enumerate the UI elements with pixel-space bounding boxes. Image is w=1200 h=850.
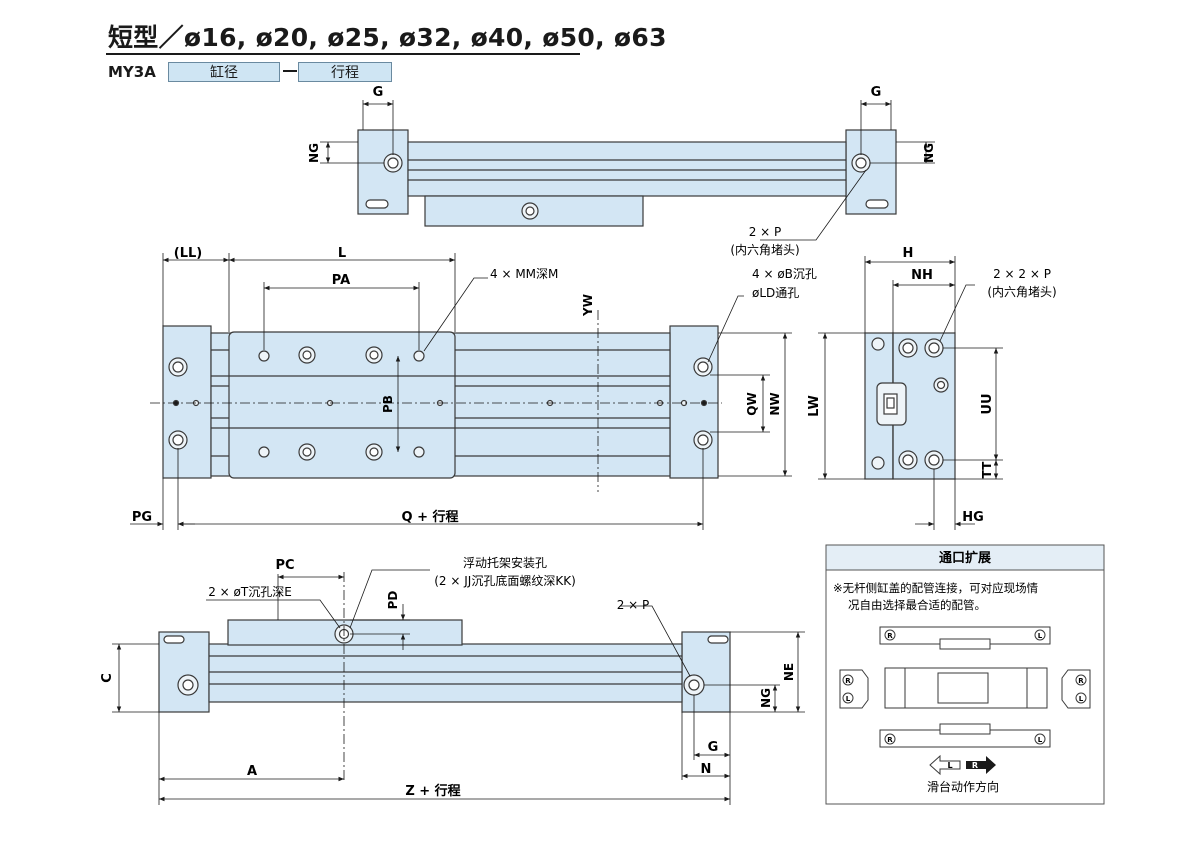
- marker-r-3: R: [1078, 677, 1084, 685]
- ll-label: (LL): [174, 246, 202, 261]
- pa-label: PA: [332, 273, 350, 288]
- ne-label: NE: [782, 663, 796, 681]
- pd-label: PD: [386, 591, 400, 610]
- side-view-dims: [112, 569, 805, 805]
- top-view-dims: [320, 100, 935, 241]
- page-title: 短型／ø16, ø20, ø25, ø32, ø40, ø50, ø63: [108, 23, 667, 52]
- l-label: L: [338, 246, 346, 261]
- top-ng-left-label: NG: [307, 143, 321, 163]
- plan-right-end-cap: [669, 325, 719, 479]
- pb-label: PB: [381, 395, 395, 413]
- nh-label: NH: [911, 268, 933, 283]
- top-right-foot-slot: [865, 199, 889, 209]
- port-diagram-bottom: [879, 723, 1051, 748]
- top-ng-right-label: NG: [922, 143, 936, 163]
- side-tube: [208, 643, 683, 703]
- z-stroke-label: Z + 行程: [405, 783, 460, 799]
- marker-l-3: L: [1079, 695, 1084, 703]
- h-label: H: [903, 246, 914, 261]
- bore-field: 缸径: [168, 62, 280, 82]
- right-arrow-icon: [966, 756, 996, 774]
- port-panel-title: 通口扩展: [939, 550, 992, 566]
- port-note-line-1: ※无杆侧缸盖的配管连接，可对应现场情: [833, 581, 1039, 595]
- motion-caption: 滑台动作方向: [927, 779, 999, 794]
- top-tube: [407, 141, 847, 197]
- port-expansion-panel: 通口扩展 ※无杆侧缸盖的配管连接，可对应现场情 况自由选择最合适的配管。 R L…: [825, 544, 1105, 805]
- port-diagram-top: [879, 626, 1051, 650]
- side-g-label: G: [708, 740, 719, 755]
- marker-l-1: L: [1038, 632, 1043, 640]
- q-stroke-label: Q + 行程: [402, 509, 459, 525]
- nw-label: NW: [768, 392, 782, 415]
- arrow-l-label: L: [947, 761, 952, 770]
- yw-label: YW: [581, 294, 595, 317]
- plan-view: [162, 325, 719, 479]
- marker-l-4: L: [1038, 736, 1043, 744]
- top-plug-note: (内六角堵头): [730, 243, 799, 257]
- marker-r-2: R: [845, 677, 851, 685]
- end-view-plugs: [898, 338, 949, 470]
- a-label: A: [247, 764, 257, 779]
- pg-label: PG: [132, 510, 152, 525]
- hg-label: HG: [962, 510, 984, 525]
- c-label: C: [100, 673, 115, 683]
- marker-r-1: R: [887, 632, 893, 640]
- plan-mount-holes: [258, 346, 425, 461]
- end-view-dims: [818, 256, 1003, 530]
- plan-view-dims: [130, 253, 792, 530]
- pc-label: PC: [275, 558, 294, 573]
- top-slide-table: [424, 195, 644, 227]
- model-code: MY3A: [108, 63, 156, 81]
- n-label: N: [701, 762, 712, 777]
- side-left-end-cap: [158, 631, 210, 713]
- floating-label-1: 浮动托架安装孔: [463, 555, 547, 570]
- mm-label: 4 × MM深M: [490, 267, 558, 281]
- tt-label: TT: [980, 461, 994, 478]
- top-g-left-label: G: [373, 85, 384, 100]
- title-underline: [106, 53, 580, 55]
- top-left-foot-slot: [365, 199, 389, 209]
- side-ng-label: NG: [759, 688, 773, 708]
- top-plug-label: 2 × P: [749, 225, 782, 239]
- plan-end-holes: [168, 357, 713, 450]
- hole-label-2: øLD通孔: [752, 286, 799, 300]
- model-separator: [283, 70, 297, 72]
- port-note-line-2: 况自由选择最合适的配管。: [848, 598, 986, 612]
- marker-l-2: L: [846, 695, 851, 703]
- t-hole-label: 2 × øT沉孔深E: [208, 585, 292, 599]
- side-p-label: 2 × P: [617, 598, 650, 612]
- side-view: [158, 619, 731, 713]
- hole-label-1: 4 × øB沉孔: [752, 267, 817, 281]
- end-view: [864, 332, 956, 480]
- qw-label: QW: [745, 392, 759, 415]
- top-g-right-label: G: [871, 85, 882, 100]
- uu-label: UU: [980, 393, 995, 414]
- top-view: [357, 129, 897, 227]
- floating-label-2: (2 × JJ沉孔底面螺纹深KK): [434, 573, 576, 588]
- arrow-r-label: R: [972, 761, 978, 770]
- lw-label: LW: [807, 395, 822, 417]
- motion-direction-arrows: L R: [929, 754, 996, 776]
- plan-left-end-cap: [162, 325, 212, 479]
- left-arrow-icon: [929, 754, 961, 776]
- stroke-field: 行程: [298, 62, 392, 82]
- port-markers: R L R L R L R L: [845, 632, 1084, 744]
- end-plug-label: 2 × 2 × P: [993, 267, 1051, 281]
- marker-r-4: R: [887, 736, 893, 744]
- side-right-end-cap: [681, 631, 731, 713]
- end-plug-note: (内六角堵头): [987, 285, 1056, 299]
- port-diagram-middle: [839, 667, 1091, 709]
